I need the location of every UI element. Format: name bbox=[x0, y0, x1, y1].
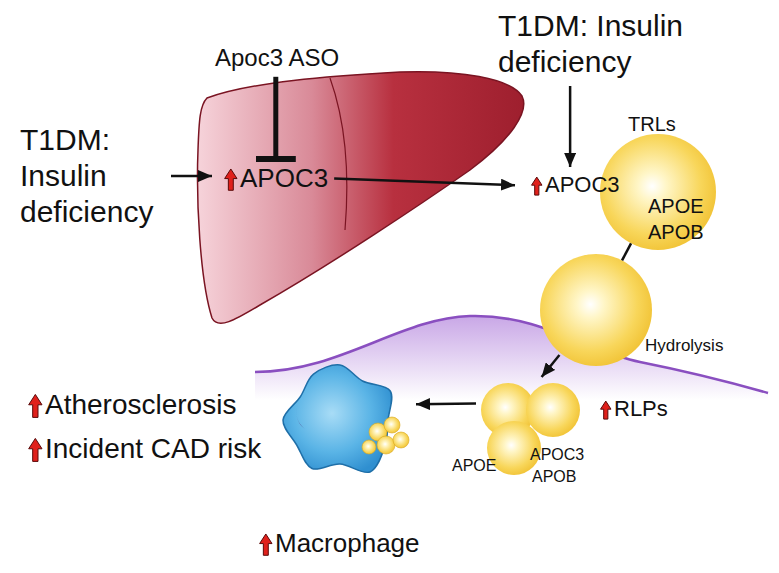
particle-label: APOE bbox=[648, 194, 704, 218]
macrophage-body bbox=[283, 365, 392, 473]
macrophage-cell: Macrophage bbox=[280, 362, 410, 484]
particle-label: Hydrolysis bbox=[645, 336, 723, 356]
increase-arrow-symbol bbox=[29, 438, 42, 461]
flow-arrow bbox=[334, 179, 515, 186]
condition-text: T1DM: Insulin deficiency bbox=[20, 122, 165, 230]
flow-arrow bbox=[171, 175, 212, 178]
particle-label: Macrophage bbox=[275, 528, 420, 559]
flow-arrow bbox=[622, 243, 631, 260]
liver-organ: APOC3 bbox=[198, 68, 524, 330]
increase-arrow-symbol bbox=[29, 394, 42, 417]
particle-label: RLPs bbox=[614, 396, 668, 422]
lipid-droplet bbox=[362, 440, 376, 454]
increase-arrow-symbol bbox=[260, 534, 272, 555]
node-text: T1DM: Insulin deficiency bbox=[20, 122, 165, 230]
liver-lobe-line bbox=[330, 78, 347, 230]
remnant-particle bbox=[526, 383, 580, 437]
outcome-label: Incident CAD risk bbox=[45, 432, 261, 466]
flow-arrow bbox=[416, 402, 476, 405]
flow-arrow bbox=[542, 355, 560, 377]
increase-arrow-symbol bbox=[601, 401, 611, 419]
remnant-particles: RLPsAPOEAPOC3APOB bbox=[480, 382, 581, 476]
lipid-droplet bbox=[377, 436, 395, 454]
lipid-droplet bbox=[393, 432, 409, 448]
increase-arrow-symbol bbox=[532, 177, 542, 195]
particle-circle bbox=[540, 254, 652, 366]
increase-arrow-symbol bbox=[225, 169, 237, 190]
lipid-droplet bbox=[384, 417, 400, 433]
inhibition-line bbox=[273, 77, 278, 159]
lipoprotein-particle: TRLsAPOC3APOEAPOB bbox=[600, 134, 716, 250]
lipoprotein-particle: Hydrolysis bbox=[540, 254, 652, 366]
liver-outline bbox=[198, 72, 524, 324]
drug-text: Apoc3 ASO bbox=[215, 44, 342, 73]
particle-label: APOC3 bbox=[240, 163, 328, 194]
lipoprotein-particle-shape bbox=[540, 254, 652, 366]
outcome-label: Atherosclerosis bbox=[45, 388, 236, 422]
node-text: T1DM: Insulin deficiency bbox=[498, 8, 738, 80]
particle-label: APOC3 bbox=[545, 172, 620, 198]
flow-arrow bbox=[569, 86, 572, 167]
particle-label: APOE bbox=[452, 456, 496, 475]
liver-organ-shape bbox=[198, 68, 524, 330]
macrophage-cell-shape bbox=[280, 362, 410, 484]
node-text: Apoc3 ASO bbox=[215, 44, 342, 73]
particle-label: APOB bbox=[532, 467, 576, 486]
particle-label: TRLs bbox=[628, 112, 676, 136]
particle-label: APOC3 bbox=[530, 445, 584, 464]
condition-text: T1DM: Insulin deficiency bbox=[498, 8, 738, 80]
particle-label: APOB bbox=[648, 220, 704, 244]
macrophage-nucleus bbox=[296, 400, 334, 433]
